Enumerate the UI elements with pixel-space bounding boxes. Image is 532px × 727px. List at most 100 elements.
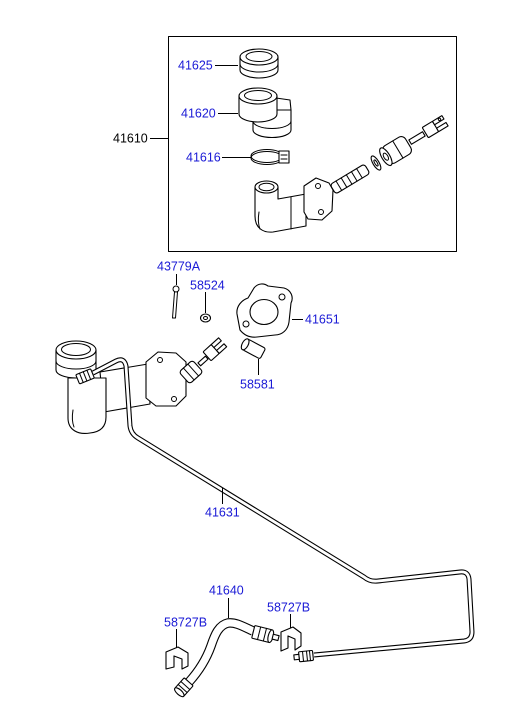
part-callout-hose-clip-left[interactable]: 58727B <box>164 616 207 630</box>
hose-clamp-tab <box>278 150 290 164</box>
assembly-frame <box>168 36 457 252</box>
clutch-hose <box>174 618 280 698</box>
part-callout-hose-clamp[interactable]: 41616 <box>186 151 221 165</box>
assembly-lower-body <box>67 377 107 434</box>
master-cylinder-inlet-bore <box>258 182 275 192</box>
reservoir <box>238 87 292 139</box>
reservoir-neck-band <box>252 120 292 129</box>
push-rod-clevis-prong <box>436 121 449 133</box>
clevis-pin-head <box>240 338 250 351</box>
master-cylinder-assembly <box>55 337 228 434</box>
washer-inner <box>203 316 208 320</box>
push-rod-boot-shell <box>330 164 370 194</box>
push-rod <box>408 131 426 145</box>
gasket-bolt-hole <box>242 320 250 328</box>
part-callout-reservoir-cap[interactable]: 41625 <box>178 59 213 73</box>
push-rod-boot-rib <box>340 177 348 188</box>
tube-end-fitting-flat <box>305 650 309 662</box>
part-callout-washer[interactable]: 58524 <box>190 279 225 293</box>
assembly-flange <box>145 351 187 407</box>
push-rod-adjuster <box>379 136 412 167</box>
assembly-clevis-prong <box>210 337 222 349</box>
gasket-bore <box>249 298 279 326</box>
reservoir-cap-recess <box>245 51 273 62</box>
part-callout-clevis-pin[interactable]: 58581 <box>240 378 275 392</box>
push-rod-adjuster-edge <box>392 140 404 159</box>
assembly-clevis <box>202 337 228 361</box>
reservoir-cap <box>239 48 279 79</box>
gasket-bolt-hole <box>278 293 286 301</box>
clevis-pin <box>240 338 266 359</box>
reservoir-spout <box>275 97 292 111</box>
push-rod-clevis-hole <box>437 117 442 122</box>
push-rod-boot-rib <box>345 174 353 185</box>
assembly-callout: 41610 <box>113 132 148 146</box>
clutch-hose-lower-fitting-flat <box>177 683 188 694</box>
master-cylinder-flange-hole <box>318 209 324 215</box>
push-rod-washer-outer <box>370 155 382 171</box>
reservoir-opening <box>244 90 272 101</box>
push-rod-boot-rib <box>356 168 363 179</box>
clutch-hose-upper-fitting-flat <box>257 626 262 641</box>
hose-clip-right <box>280 626 302 652</box>
push-rod-boot-rib <box>350 171 358 182</box>
tube-end-fitting-stub <box>293 653 300 661</box>
clutch-tube <box>91 357 475 658</box>
tube-end-fitting-flat <box>308 650 312 662</box>
part-callout-gasket[interactable]: 41651 <box>305 313 340 327</box>
part-callout-clutch-tube[interactable]: 41631 <box>205 506 240 520</box>
tube-end-fitting-nut <box>298 649 314 663</box>
tube-end-fitting-flat <box>301 650 305 662</box>
clutch-tube-core <box>92 358 474 657</box>
part-callout-hose-clip-right[interactable]: 58727B <box>267 601 310 615</box>
master-cylinder-flange-hole <box>315 183 321 189</box>
assembly-push-rod <box>197 355 209 367</box>
push-rod-shaft <box>408 131 426 145</box>
washer-outer <box>199 313 212 323</box>
assembly-reservoir-band <box>55 360 97 370</box>
clutch-hose-upper-fitting-stub <box>271 633 280 642</box>
push-rod-boot-rib <box>335 180 343 191</box>
assembly-tube-nut-flat <box>86 369 92 381</box>
assembly-tube-nut-flat <box>82 371 88 382</box>
assembly-tube-nut <box>75 368 95 385</box>
part-callout-clutch-hose[interactable]: 41640 <box>209 584 244 598</box>
master-cylinder-flange <box>303 177 334 221</box>
reservoir-cap-lip <box>239 63 279 73</box>
push-rod-adjuster-face <box>379 147 393 167</box>
clutch-hose-lower-fitting-flat <box>180 680 191 691</box>
assembly-boot-rib <box>187 363 200 377</box>
clutch-hose-core <box>186 619 255 685</box>
assembly-lower-body-edge <box>71 409 75 428</box>
master-cylinder-housing <box>254 186 307 233</box>
assembly-clevis-body <box>202 344 220 361</box>
cotter-pin-head <box>172 285 180 293</box>
push-rod-clevis <box>422 115 449 138</box>
clutch-hose-lower-fitting-face <box>174 687 185 698</box>
assembly-flange-hole <box>171 396 177 402</box>
assembly-push-rod-shaft <box>197 355 209 367</box>
push-rod-boot <box>330 164 370 194</box>
tube-end-fitting <box>293 649 314 663</box>
master-cylinder-housing-edge <box>257 211 261 230</box>
washer <box>199 313 212 323</box>
push-rod-clevis-body <box>422 121 439 138</box>
hose-clip-left <box>165 646 189 670</box>
hose-clamp <box>250 149 290 165</box>
assembly-flange-hole <box>157 357 163 363</box>
cotter-pin <box>172 285 180 319</box>
part-callout-reservoir[interactable]: 41620 <box>181 107 216 121</box>
push-rod-adjuster-bore <box>382 152 390 161</box>
assembly-clevis-prong <box>216 343 228 355</box>
assembly-reservoir-opening <box>61 343 91 356</box>
assembly-boot-rib <box>182 367 195 381</box>
assembly-boot <box>179 360 203 384</box>
part-callout-cotter-pin[interactable]: 43779A <box>157 260 201 274</box>
cotter-pin-legs <box>172 291 178 319</box>
assembly-boot-shell <box>179 360 203 384</box>
push-rod-washer-inner <box>373 159 379 167</box>
gasket <box>236 283 293 338</box>
clutch-hose-upper-fitting <box>251 625 280 644</box>
assembly-tube-nut-flat <box>78 372 84 384</box>
